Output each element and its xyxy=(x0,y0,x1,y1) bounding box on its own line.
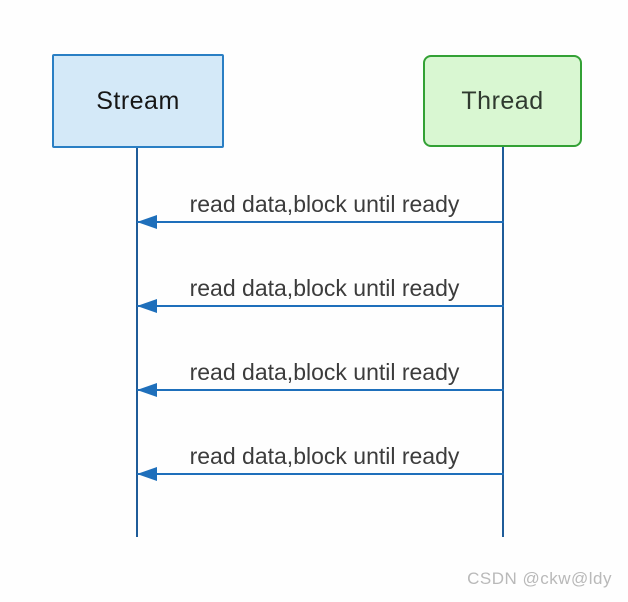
message-row: read data,block until ready xyxy=(137,273,504,313)
message-row: read data,block until ready xyxy=(137,441,504,481)
arrowhead-left-icon xyxy=(137,299,157,313)
arrowhead-left-icon xyxy=(137,383,157,397)
stream-lifeline xyxy=(136,148,138,537)
actor-thread-label: Thread xyxy=(461,86,544,115)
thread-lifeline xyxy=(502,147,504,537)
message-arrow-line xyxy=(137,299,504,313)
arrowhead-left-icon xyxy=(137,467,157,481)
message-arrow-line xyxy=(137,383,504,397)
actor-stream-label: Stream xyxy=(96,86,180,115)
actor-box-stream: Stream xyxy=(52,54,224,148)
arrowhead-left-icon xyxy=(137,215,157,229)
message-arrow-line xyxy=(137,467,504,481)
message-label: read data,block until ready xyxy=(189,275,460,301)
actor-box-thread: Thread xyxy=(423,55,582,147)
message-arrow-line xyxy=(137,215,504,229)
message-row: read data,block until ready xyxy=(137,357,504,397)
message-label: read data,block until ready xyxy=(189,191,460,217)
message-row: read data,block until ready xyxy=(137,189,504,229)
message-label: read data,block until ready xyxy=(189,443,460,469)
message-label: read data,block until ready xyxy=(189,359,460,385)
watermark: CSDN @ckw@ldy xyxy=(467,569,612,588)
